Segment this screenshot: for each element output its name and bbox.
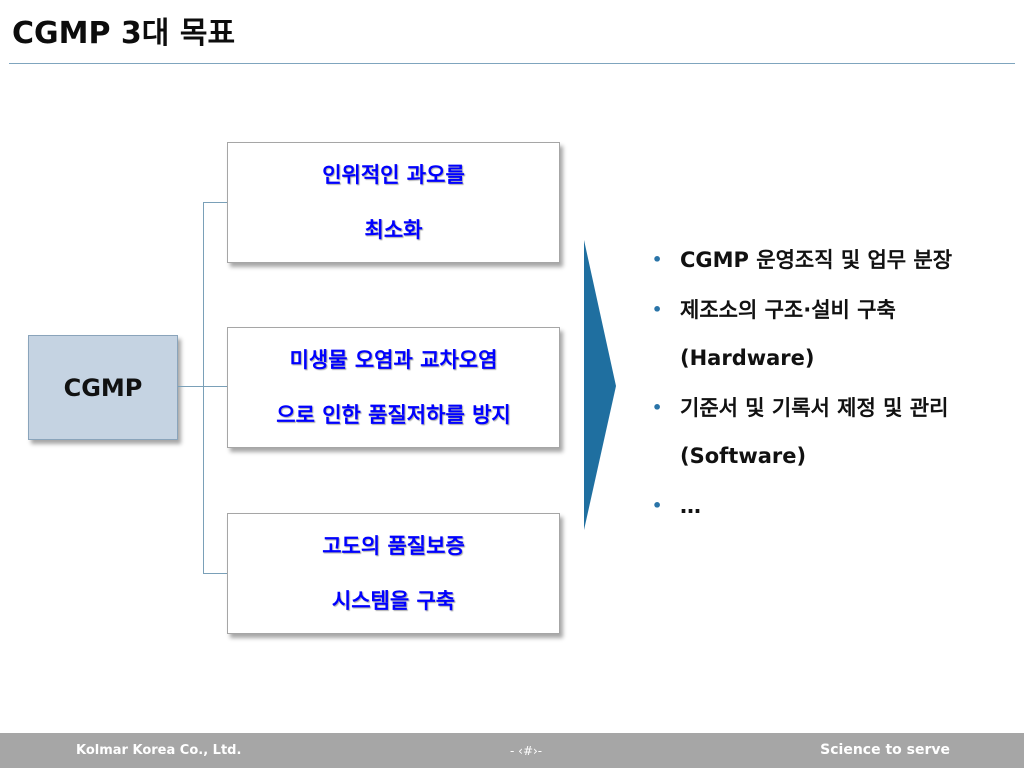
- footer-page-number: - ‹#›-: [510, 744, 543, 758]
- footer-slogan: Science to serve: [820, 742, 950, 758]
- bullet-item: • …: [647, 482, 977, 530]
- bullet-item: • CGMP 운영조직 및 업무 분장: [647, 236, 977, 284]
- goal-box-1: 인위적인 과오를 최소화: [227, 142, 560, 263]
- connector-branch-3: [203, 573, 227, 574]
- goal-2-line-1: 미생물 오염과 교차오염: [289, 348, 498, 372]
- title-divider: [9, 63, 1015, 64]
- footer-company: Kolmar Korea Co., Ltd.: [76, 743, 242, 758]
- connector-branch-1: [203, 202, 227, 203]
- connector-horizontal-main: [178, 386, 203, 387]
- bullet-item: • 기준서 및 기록서 제정 및 관리 (Software): [647, 384, 977, 480]
- goal-box-2: 미생물 오염과 교차오염 으로 인한 품질저하를 방지: [227, 327, 560, 448]
- bullet-dot-icon: •: [652, 496, 663, 515]
- cgmp-center-box: CGMP: [28, 335, 178, 440]
- bullet-dot-icon: •: [652, 250, 663, 269]
- goal-3-line-1: 고도의 품질보증: [322, 534, 465, 558]
- slide-title: CGMP 3대 목표: [12, 16, 236, 51]
- bullet-item: • 제조소의 구조·설비 구축 (Hardware): [647, 286, 977, 382]
- bullet-text: 제조소의 구조·설비 구축 (Hardware): [680, 298, 896, 370]
- bullet-list: • CGMP 운영조직 및 업무 분장 • 제조소의 구조·설비 구축 (Har…: [647, 236, 977, 532]
- bullet-dot-icon: •: [652, 398, 663, 417]
- goal-2-line-2: 으로 인한 품질저하를 방지: [276, 403, 511, 427]
- footer-bar: Kolmar Korea Co., Ltd. - ‹#›- Science to…: [0, 733, 1024, 768]
- connector-branch-2: [203, 386, 227, 387]
- goal-1-line-2: 최소화: [364, 218, 423, 242]
- goal-1-line-1: 인위적인 과오를: [322, 163, 465, 187]
- bullet-text: …: [680, 494, 701, 518]
- bullet-dot-icon: •: [652, 300, 663, 319]
- bullet-text: CGMP 운영조직 및 업무 분장: [680, 248, 953, 272]
- goal-3-line-2: 시스템을 구축: [331, 589, 456, 613]
- chevron-arrow-icon: [584, 240, 616, 530]
- connector-vertical: [203, 202, 204, 573]
- bullet-text: 기준서 및 기록서 제정 및 관리 (Software): [680, 396, 949, 468]
- goal-box-3: 고도의 품질보증 시스템을 구축: [227, 513, 560, 634]
- cgmp-center-label: CGMP: [63, 373, 143, 402]
